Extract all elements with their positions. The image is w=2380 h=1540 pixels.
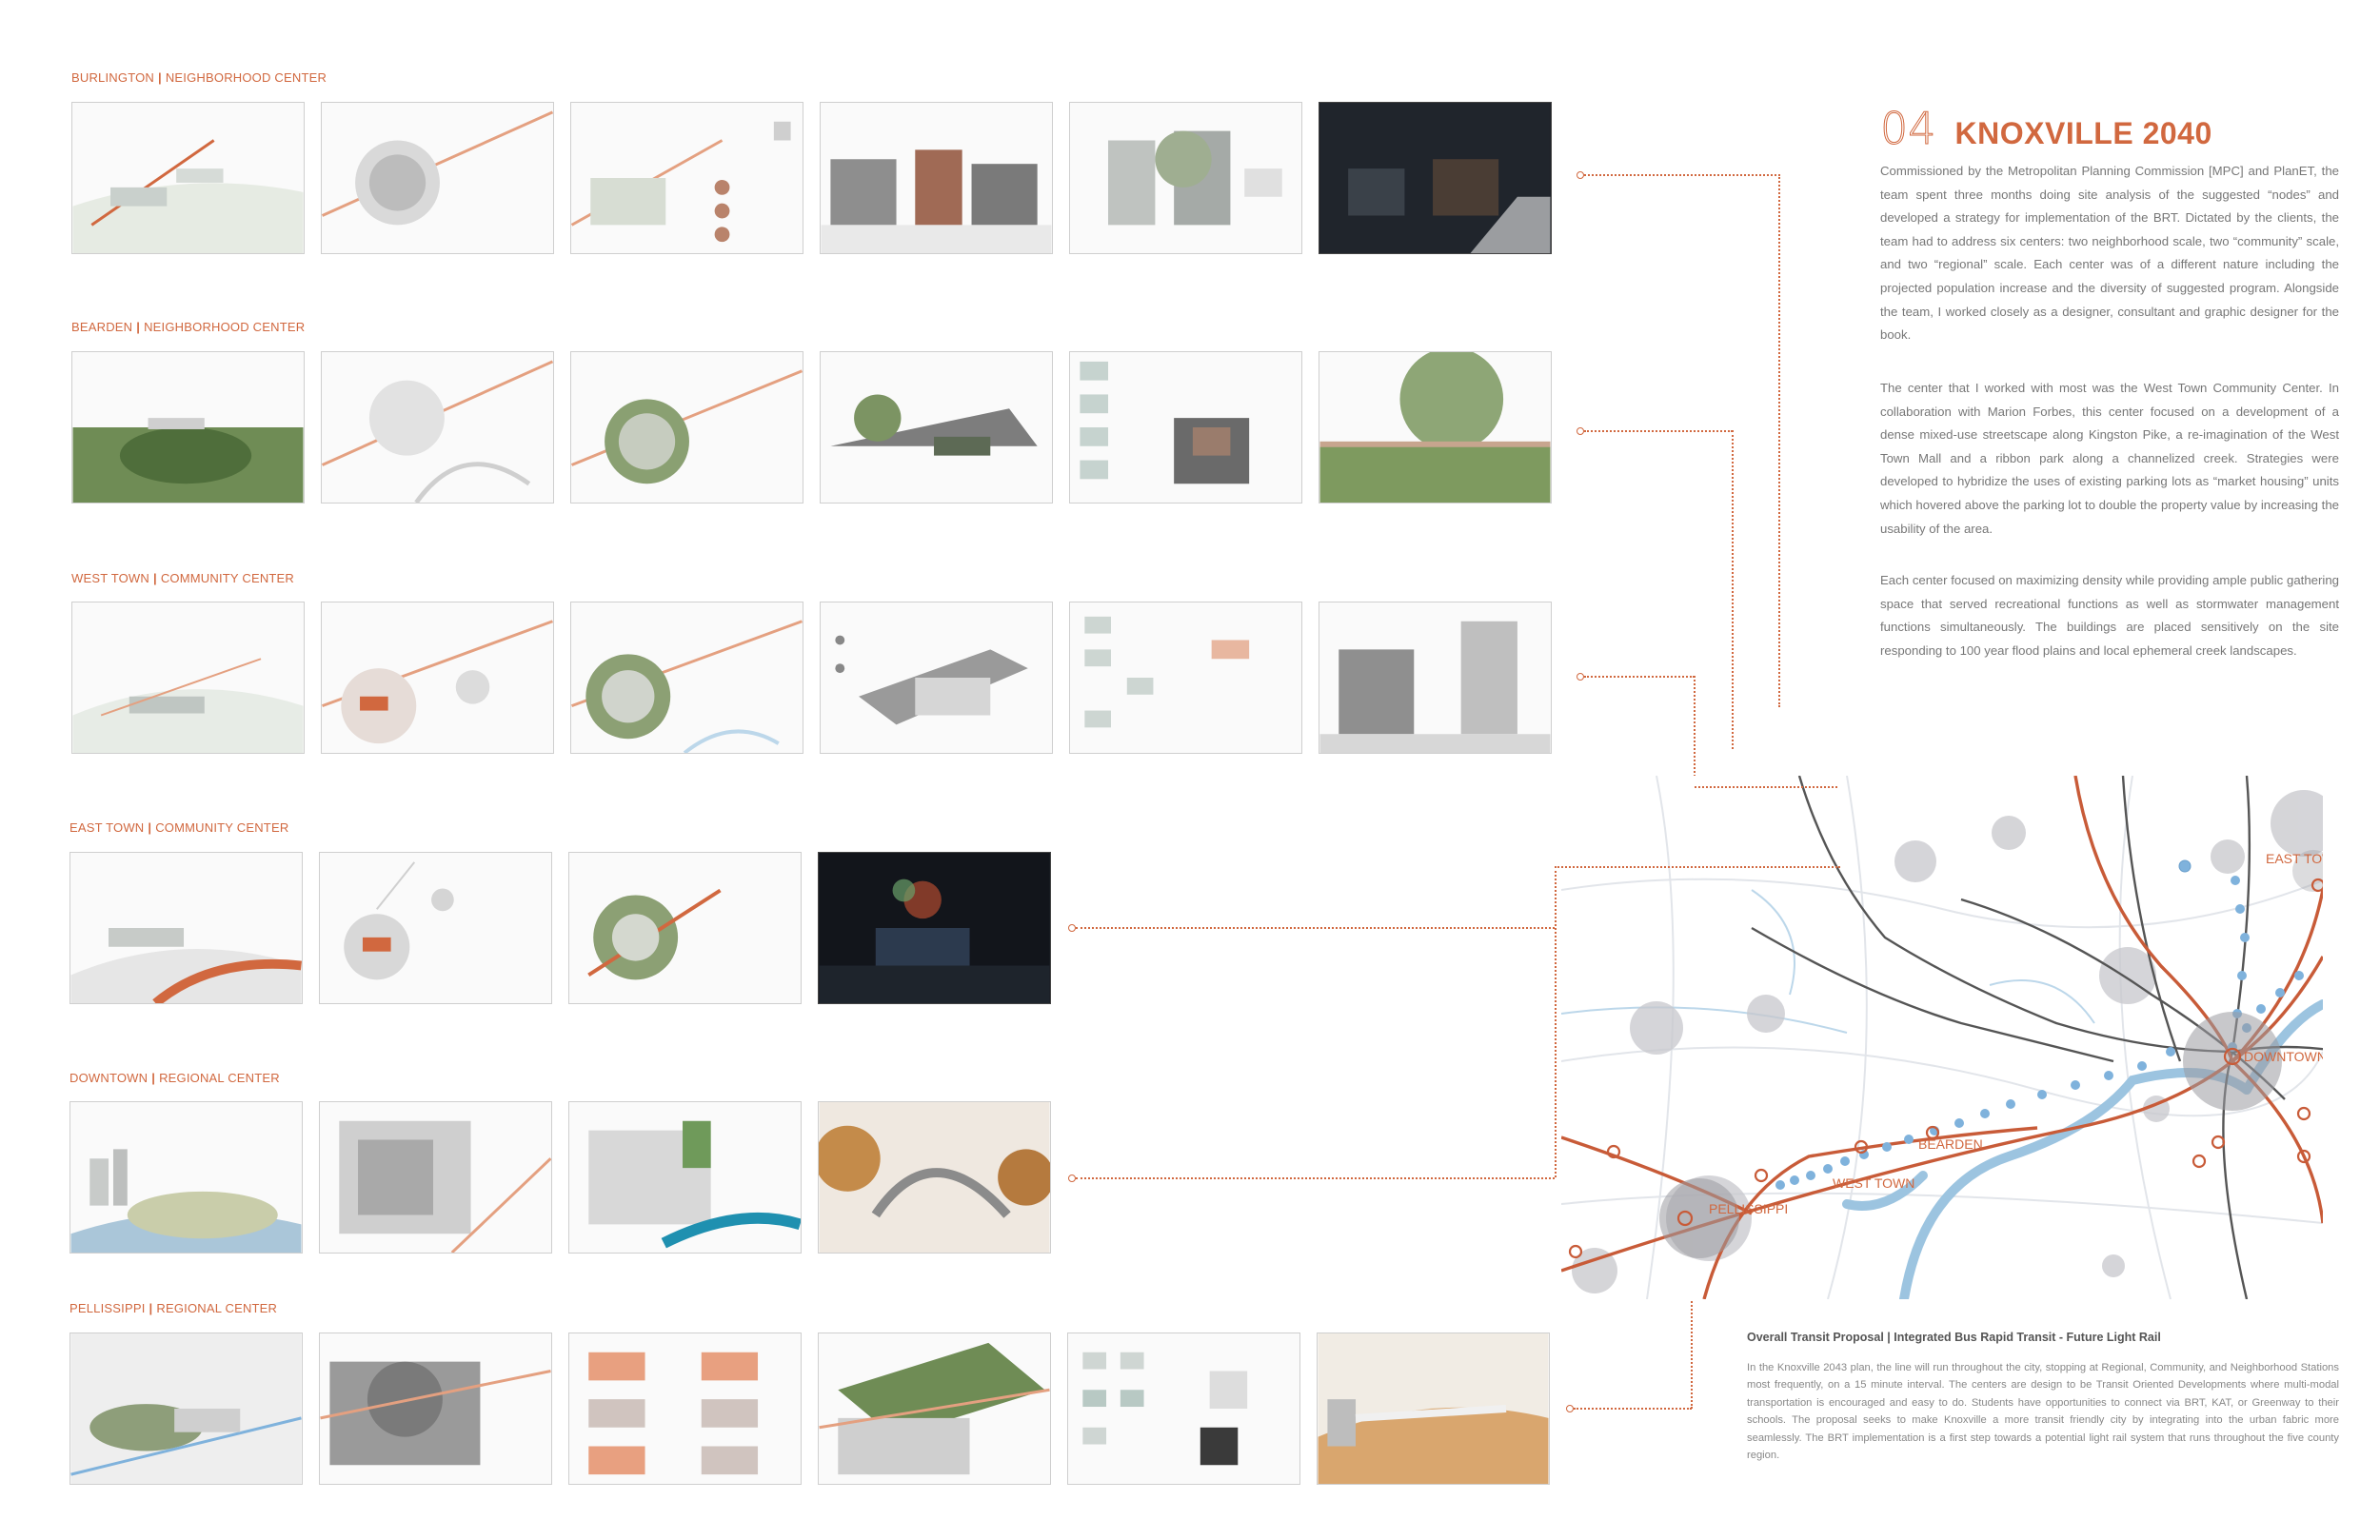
map-label-east-town: EAST TOWN xyxy=(2266,851,2323,866)
thumb-burlington-2[interactable] xyxy=(321,102,554,254)
thumb-east-town-2[interactable] xyxy=(319,852,552,1004)
thumb-west-town-1[interactable] xyxy=(71,602,305,754)
thumb-west-town-4[interactable] xyxy=(820,602,1053,754)
leader-map-grid-3 xyxy=(1695,786,1837,788)
leader-burlington-v xyxy=(1778,174,1780,707)
row-label-bearden: BEARDEN|NEIGHBORHOOD CENTER xyxy=(71,320,306,334)
map-label-west-town: WEST TOWN xyxy=(1833,1175,1914,1191)
thumb-pellissippi-1[interactable] xyxy=(69,1333,303,1485)
map-caption-body: In the Knoxville 2043 plan, the line wil… xyxy=(1747,1362,2339,1462)
connector-dot-downtown xyxy=(1068,1175,1076,1182)
leader-map-grid-1 xyxy=(1555,866,1840,868)
thumb-east-town-4[interactable] xyxy=(818,852,1051,1004)
thumb-west-town-6[interactable] xyxy=(1319,602,1552,754)
map-caption-title: Overall Transit Proposal | Integrated Bu… xyxy=(1747,1331,2161,1344)
map-label-downtown: DOWNTOWN xyxy=(2244,1049,2323,1064)
description-paragraph-2: The center that I worked with most was t… xyxy=(1880,381,2339,536)
thumb-pellissippi-2[interactable] xyxy=(319,1333,552,1485)
project-title-text: KNOXVILLE 2040 xyxy=(1954,116,2212,150)
thumb-burlington-4[interactable] xyxy=(820,102,1053,254)
leader-west-town-v xyxy=(1694,676,1696,788)
thumb-west-town-2[interactable] xyxy=(321,602,554,754)
thumb-bearden-2[interactable] xyxy=(321,351,554,503)
project-number: 04 xyxy=(1880,103,1937,155)
map-label-bearden: BEARDEN xyxy=(1918,1136,1983,1152)
connector-dot-bearden xyxy=(1577,427,1584,435)
thumb-burlington-3[interactable] xyxy=(570,102,803,254)
leader-bearden-v xyxy=(1732,430,1734,749)
connector-dot-east-town xyxy=(1068,924,1076,932)
thumb-burlington-1[interactable] xyxy=(71,102,305,254)
leader-west-town-h xyxy=(1584,676,1695,678)
thumb-pellissippi-4[interactable] xyxy=(818,1333,1051,1485)
row-label-burlington: BURLINGTON|NEIGHBORHOOD CENTER xyxy=(71,70,327,85)
thumb-west-town-5[interactable] xyxy=(1069,602,1302,754)
thumb-bearden-5[interactable] xyxy=(1069,351,1302,503)
thumb-burlington-5[interactable] xyxy=(1069,102,1302,254)
thumb-downtown-4[interactable] xyxy=(818,1101,1051,1254)
leader-pellissippi-v xyxy=(1691,1294,1693,1409)
connector-dot-pellissippi xyxy=(1566,1405,1574,1412)
description-paragraph-1: Commissioned by the Metropolitan Plannin… xyxy=(1880,164,2339,343)
project-title: 04 KNOXVILLE 2040 xyxy=(1880,103,2212,155)
transit-map: EAST TOWN DOWNTOWN BEARDEN WEST TOWN PEL… xyxy=(1561,776,2323,1299)
thumb-pellissippi-6[interactable] xyxy=(1317,1333,1550,1485)
thumb-downtown-3[interactable] xyxy=(568,1101,802,1254)
thumb-west-town-3[interactable] xyxy=(570,602,803,754)
thumb-bearden-1[interactable] xyxy=(71,351,305,503)
thumb-pellissippi-3[interactable] xyxy=(568,1333,802,1485)
leader-bearden-h xyxy=(1584,430,1733,432)
thumb-downtown-2[interactable] xyxy=(319,1101,552,1254)
row-label-west-town: WEST TOWN|COMMUNITY CENTER xyxy=(71,571,295,585)
transit-map-svg: EAST TOWN DOWNTOWN BEARDEN WEST TOWN PEL… xyxy=(1561,776,2323,1299)
connector-dot-west-town xyxy=(1577,673,1584,681)
connector-dot-burlington xyxy=(1577,171,1584,179)
thumb-downtown-1[interactable] xyxy=(69,1101,303,1254)
thumb-bearden-6[interactable] xyxy=(1319,351,1552,503)
leader-burlington-h xyxy=(1584,174,1780,176)
thumb-bearden-4[interactable] xyxy=(820,351,1053,503)
leader-map-grid-2 xyxy=(1555,866,1557,1177)
thumb-pellissippi-5[interactable] xyxy=(1067,1333,1300,1485)
row-label-east-town: EAST TOWN|COMMUNITY CENTER xyxy=(69,820,289,835)
thumb-east-town-3[interactable] xyxy=(568,852,802,1004)
leader-east-town-h xyxy=(1076,927,1555,929)
thumb-bearden-3[interactable] xyxy=(570,351,803,503)
thumb-east-town-1[interactable] xyxy=(69,852,303,1004)
leader-pellissippi-h xyxy=(1574,1408,1692,1410)
leader-downtown-h xyxy=(1076,1177,1555,1179)
row-label-downtown: DOWNTOWN|REGIONAL CENTER xyxy=(69,1071,280,1085)
description-paragraph-3: Each center focused on maximizing densit… xyxy=(1880,573,2339,658)
thumb-burlington-6[interactable] xyxy=(1319,102,1552,254)
row-label-pellissippi: PELLISSIPPI|REGIONAL CENTER xyxy=(69,1301,278,1315)
map-label-pellissippi: PELLISSIPPI xyxy=(1709,1201,1788,1216)
